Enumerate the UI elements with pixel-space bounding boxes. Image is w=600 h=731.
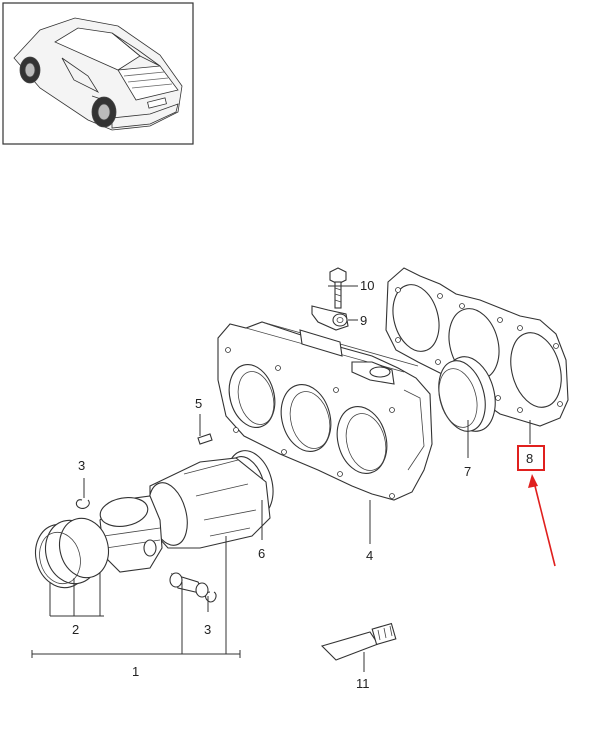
part-7-rings[interactable] bbox=[431, 351, 503, 437]
callout-labels: 10 9 5 3 8 7 6 4 2 3 1 11 bbox=[72, 278, 533, 691]
callout-9: 9 bbox=[360, 313, 367, 328]
part-8-highlight-box bbox=[517, 445, 545, 471]
part-3-circlip-upper[interactable] bbox=[75, 499, 90, 509]
callout-7: 7 bbox=[464, 464, 471, 479]
callout-5: 5 bbox=[195, 396, 202, 411]
callout-6: 6 bbox=[258, 546, 265, 561]
part-9-sensor[interactable] bbox=[311, 305, 349, 331]
callout-10: 10 bbox=[360, 278, 374, 293]
callout-11: 11 bbox=[356, 676, 370, 691]
part-4-cylinder-block[interactable] bbox=[217, 321, 433, 501]
callout-3-lower: 3 bbox=[204, 622, 211, 637]
callout-8: 8 bbox=[526, 451, 533, 466]
red-arrow-icon bbox=[528, 474, 556, 567]
part-10-bolt[interactable] bbox=[329, 267, 347, 309]
car-thumbnail-icon bbox=[13, 17, 183, 131]
part-5-dowel[interactable] bbox=[197, 433, 213, 445]
callout-1: 1 bbox=[132, 664, 139, 679]
callout-2: 2 bbox=[72, 622, 79, 637]
callout-4: 4 bbox=[366, 548, 373, 563]
part-11-sealant-tube[interactable] bbox=[320, 622, 397, 661]
piston[interactable] bbox=[98, 494, 163, 573]
callout-3-upper: 3 bbox=[78, 458, 85, 473]
car-thumbnail[interactable] bbox=[2, 2, 194, 145]
part-2-piston-rings[interactable] bbox=[29, 513, 115, 594]
piston-pin[interactable] bbox=[169, 572, 209, 598]
leader-lines bbox=[31, 285, 531, 672]
